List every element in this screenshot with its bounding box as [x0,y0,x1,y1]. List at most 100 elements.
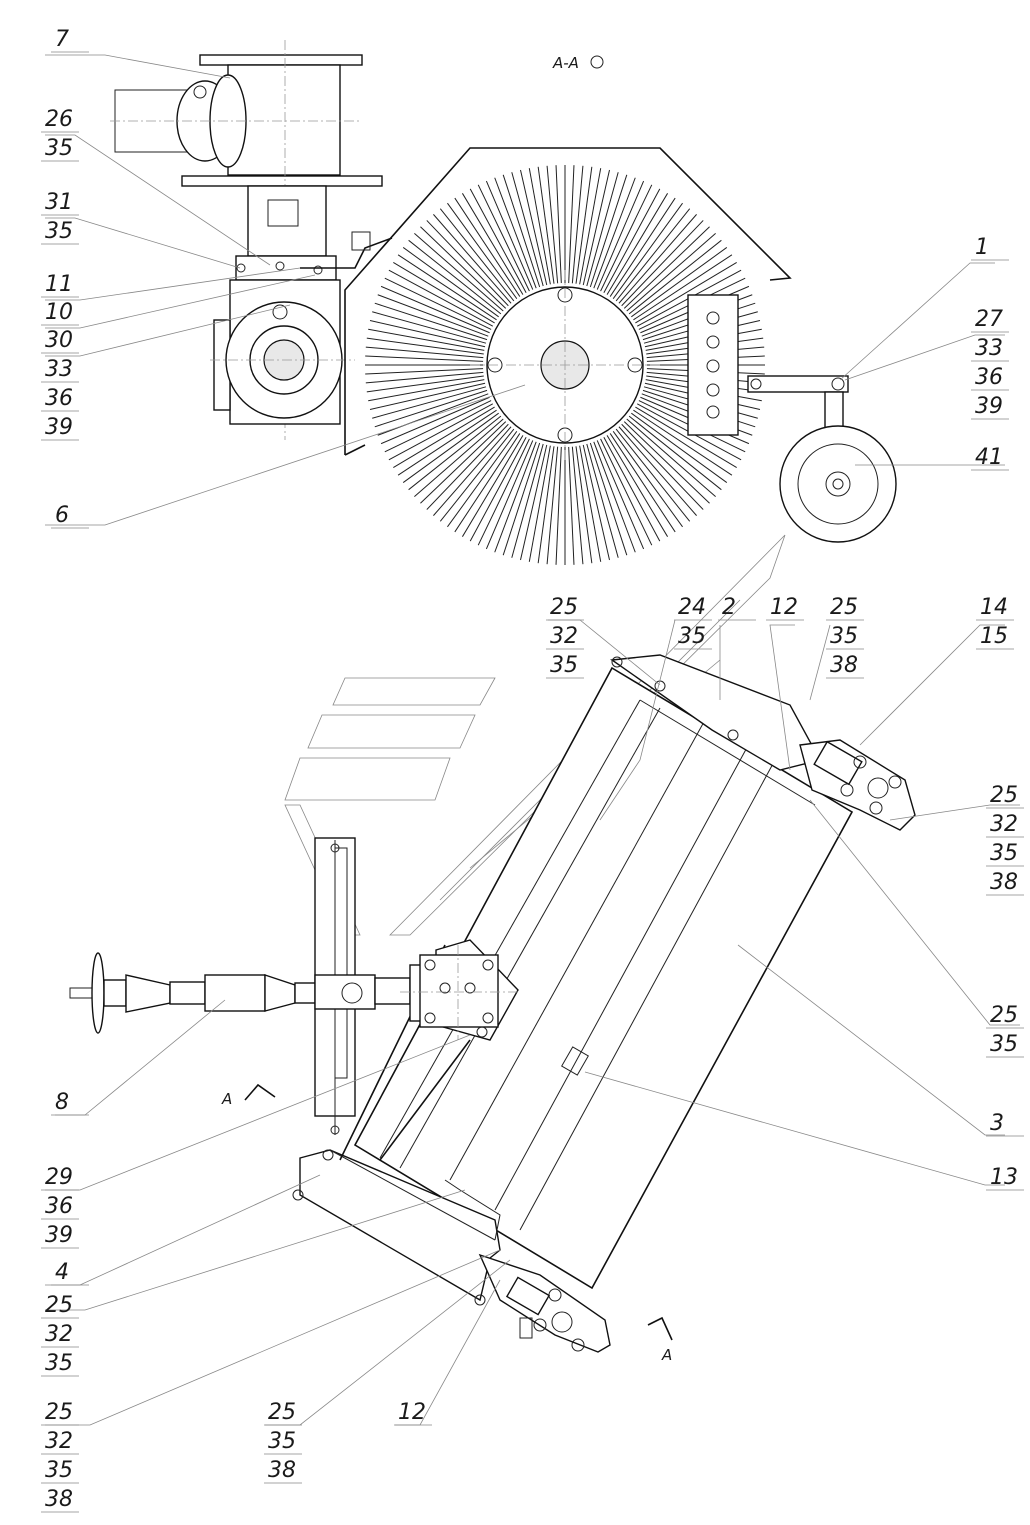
callout-number: 35 [45,1458,73,1483]
callout-number: 3 [990,1111,1004,1136]
callout-number: 35 [45,219,73,244]
callout-c2: 2 [718,595,756,621]
rotation-symbol [590,55,604,69]
callout-number: 33 [975,336,1003,361]
bearing-bottom [478,1253,611,1353]
callout-c25f: 25 32 35 38 [41,1400,79,1513]
end-plate-bottom [292,1149,501,1306]
callout-number: 36 [975,365,1003,390]
callout-number: 35 [550,653,578,678]
callout-number: 38 [830,653,858,678]
callout-number: 14 [980,595,1008,620]
svg-text:A: A [221,1090,232,1108]
callout-number: 38 [45,1487,73,1512]
callout-number: 32 [45,1429,73,1454]
callout-number: 12 [770,595,798,620]
callout-number: 25 [268,1400,296,1425]
callout-number: 33 [45,357,73,382]
callout-number: 25 [990,1003,1018,1028]
callout-number: 39 [45,1223,73,1248]
callout-number: 2 [722,595,736,620]
callout-number: 35 [45,1351,73,1376]
callout-number: 12 [398,1400,426,1425]
callout-number: 26 [45,107,73,132]
callout-c7: 7 [51,27,89,53]
callout-number: 4 [55,1260,69,1285]
section-title: A-A [552,54,579,72]
callout-number: 24 [678,595,706,620]
driveline [69,952,411,1034]
callout-number: 25 [45,1293,73,1318]
callout-number: 25 [830,595,858,620]
callout-c13: 13 [986,1165,1024,1191]
callout-number: 35 [990,1032,1018,1057]
callout-c25c: 25 32 35 38 [986,783,1024,896]
callout-c25a: 25 32 35 [546,595,584,679]
callout-number: 13 [990,1165,1018,1190]
callout-number: 38 [268,1458,296,1483]
callout-number: 7 [55,27,69,52]
callout-labels: 7263531351110303336396127333639412532352… [41,27,1024,1513]
callout-c11: 11 [41,272,79,298]
brush-bristles [365,165,765,565]
callout-number: 32 [45,1322,73,1347]
callout-c8: 8 [51,1090,89,1116]
callout-number: 36 [45,1194,73,1219]
callout-c12b: 12 [394,1400,432,1426]
adjustment-plate [687,294,739,436]
callout-number: 11 [45,272,73,297]
callout-number: 27 [975,307,1003,332]
callout-number: 38 [990,870,1018,895]
callout-number: 29 [45,1165,73,1190]
callout-c10: 10 [41,300,79,326]
callout-number: 10 [45,300,73,325]
callout-c29: 29 36 39 [41,1165,79,1249]
callout-number: 25 [990,783,1018,808]
callout-c25e: 25 32 35 [41,1293,79,1377]
callout-number: 35 [45,136,73,161]
callout-number: 25 [550,595,578,620]
gearbox [210,279,355,425]
callout-c25g: 25 35 38 [264,1400,302,1484]
plan-view: A A [69,534,916,1364]
gearbox-plan [400,939,520,1041]
callout-number: 36 [45,386,73,411]
callout-number: 15 [980,624,1008,649]
brush-hub [470,270,660,460]
callout-number: 1 [975,235,989,260]
callout-number: 39 [975,394,1003,419]
callout-number: 35 [990,841,1018,866]
callout-number: 39 [45,415,73,440]
callout-c41: 41 [971,445,1009,471]
svg-text:A: A [661,1346,672,1364]
callout-number: 32 [550,624,578,649]
callout-number: 8 [55,1090,69,1115]
callout-number: 41 [975,445,1003,470]
callout-number: 32 [990,812,1018,837]
callout-number: 30 [45,328,73,353]
bearing-top [799,739,916,831]
callout-c1: 1 [971,235,1009,261]
brush-hood [344,147,792,455]
callout-number: 35 [268,1429,296,1454]
callout-number: 6 [55,503,69,528]
section-marker-a-bottom: A [647,1316,673,1364]
callout-number: 31 [45,190,73,215]
callout-c3: 3 [986,1111,1024,1137]
callout-c4: 4 [51,1260,89,1286]
section-marker-a-top: A [221,1083,276,1108]
section-view: A-A [110,40,897,565]
callout-c30: 30 33 36 39 [41,328,79,441]
callout-c27: 27 33 36 39 [971,307,1009,420]
drive-mount [110,40,383,440]
caster-wheel [747,375,897,543]
callout-number: 35 [830,624,858,649]
callout-c6: 6 [51,503,89,529]
callout-number: 25 [45,1400,73,1425]
